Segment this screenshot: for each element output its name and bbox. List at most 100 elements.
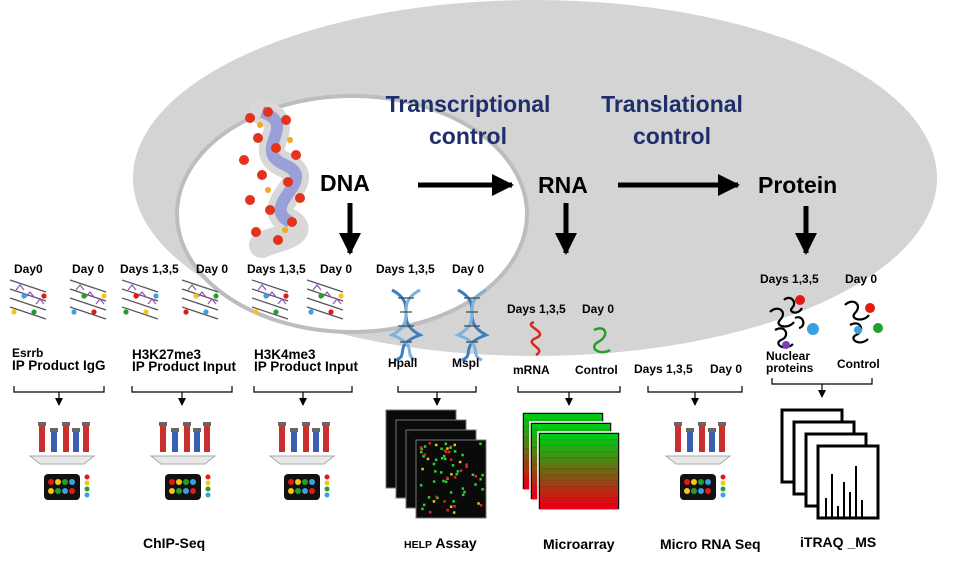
read-branch xyxy=(187,284,197,291)
help-spot xyxy=(442,479,445,483)
help-spot xyxy=(440,471,443,474)
heatmap-row xyxy=(540,503,618,510)
bracket-itraq xyxy=(771,378,873,385)
seq-tray xyxy=(28,455,96,465)
seq-chip-dot xyxy=(684,488,690,494)
seq-legend-dot xyxy=(720,486,726,492)
mirna-seq-label: Micro RNA Seq xyxy=(660,536,761,552)
esrrb-label: Esrrb xyxy=(12,346,44,360)
seq-tray xyxy=(268,455,336,465)
help-spot xyxy=(434,470,437,473)
seq-legend-dot xyxy=(84,492,90,498)
seq-chip-dot xyxy=(302,488,308,494)
seq-chip-dot xyxy=(183,488,189,494)
hpall-label: Hpall xyxy=(388,356,418,370)
seq-chip-dot xyxy=(295,488,301,494)
seq-tube xyxy=(160,424,166,452)
read-line xyxy=(69,306,107,320)
seq-legend-dot xyxy=(720,480,726,486)
read-dot xyxy=(31,309,37,315)
seq-cap xyxy=(50,428,58,432)
control-squiggle xyxy=(593,327,611,354)
seq-chip-dot xyxy=(169,488,175,494)
read-branch xyxy=(35,298,45,305)
help-spot xyxy=(450,473,453,476)
seq-chip xyxy=(165,474,201,500)
read-dot xyxy=(11,309,17,315)
help-spot xyxy=(479,478,482,481)
seq-chip xyxy=(680,474,716,500)
heatmap-row xyxy=(540,434,618,440)
help-spot xyxy=(474,474,478,478)
read-line xyxy=(306,306,344,320)
seq-cap xyxy=(171,428,179,432)
help-spot xyxy=(423,445,427,448)
mrna-label: mRNA xyxy=(513,363,550,377)
read-dot xyxy=(283,293,289,299)
help-spot xyxy=(446,476,449,480)
seq-tube xyxy=(323,424,329,452)
bracket-k27 xyxy=(131,386,233,393)
microarray-label: Microarray xyxy=(543,536,615,552)
read-dot xyxy=(193,293,199,299)
seq-tube xyxy=(51,430,57,452)
seq-tube xyxy=(303,424,309,452)
help-spot xyxy=(479,442,482,445)
seq-tube xyxy=(83,424,89,452)
seq-legend-dot xyxy=(324,486,330,492)
seq-chip-dot xyxy=(62,479,68,485)
esrrb-day-b: Day 0 xyxy=(72,262,105,276)
heatmap-row xyxy=(540,480,618,487)
help-spot xyxy=(428,442,432,445)
help-spot xyxy=(449,458,453,461)
k4-day-b: Day 0 xyxy=(320,262,353,276)
seq-tray xyxy=(149,455,217,465)
k27-day-a: Days 1,3,5 xyxy=(120,262,179,276)
heatmap-row xyxy=(540,486,618,492)
seq-chip-dot xyxy=(183,479,189,485)
bracket-mirna xyxy=(647,386,743,393)
read-line xyxy=(306,297,344,311)
read-line xyxy=(121,279,159,293)
k4-day-a: Days 1,3,5 xyxy=(247,262,306,276)
help-spot xyxy=(442,454,446,458)
read-dot xyxy=(338,293,344,299)
read-dot xyxy=(81,293,87,299)
help-spot xyxy=(421,507,424,511)
seq-tube xyxy=(39,424,45,452)
seq-legend-dot xyxy=(720,492,726,498)
help-assay-label: HELP Assay xyxy=(404,535,477,551)
control-proteins-illustration xyxy=(844,300,883,344)
heatmap-row xyxy=(540,463,618,469)
esrrb-day-a: Day0 xyxy=(14,262,43,276)
help-spot xyxy=(420,450,423,454)
read-dot xyxy=(203,309,209,315)
help-spot xyxy=(453,505,456,508)
nuclear-label-1: Nuclear xyxy=(766,349,811,363)
read-line xyxy=(121,306,159,320)
heatmap-row xyxy=(540,457,618,463)
seq-chip-dot xyxy=(684,479,690,485)
help-spot xyxy=(452,511,456,514)
help-spot xyxy=(477,502,480,505)
read-branch xyxy=(322,291,332,298)
heatmap-row xyxy=(532,424,610,430)
help-spot xyxy=(434,443,438,447)
read-line xyxy=(9,297,47,311)
nuclear-proteins-illustration xyxy=(769,295,819,349)
seq-chip-dot xyxy=(190,479,196,485)
protein-label: Protein xyxy=(758,172,838,198)
help-spot xyxy=(449,446,452,449)
heatmap-row xyxy=(540,492,618,498)
seq-cap xyxy=(322,422,330,426)
help-spot xyxy=(440,447,443,451)
bracket-k4 xyxy=(253,386,353,393)
help-spot xyxy=(428,510,432,514)
seq-cap xyxy=(203,422,211,426)
microarray-heatmap-image xyxy=(521,411,621,511)
seq-chip-dot xyxy=(69,488,75,494)
heatmap-row xyxy=(540,468,618,475)
help-spot xyxy=(421,467,424,471)
seq-cap xyxy=(72,428,80,432)
seq-chip-dot xyxy=(295,479,301,485)
